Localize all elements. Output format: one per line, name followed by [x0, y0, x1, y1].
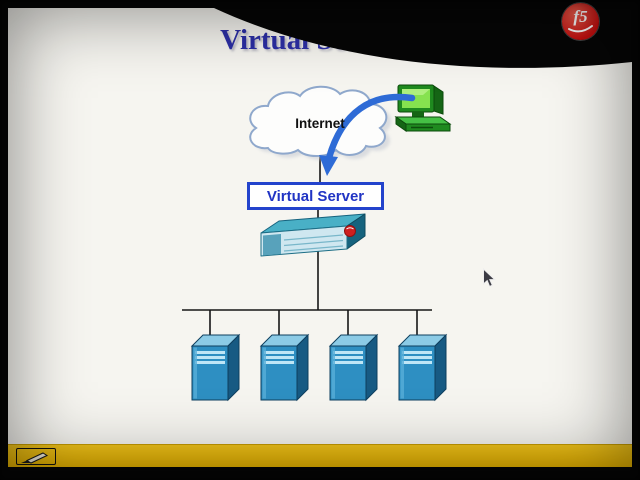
- pen-tool-button[interactable]: [16, 448, 56, 465]
- virtual-server-box: Virtual Server: [247, 182, 384, 210]
- annotation-toolbar: [8, 444, 632, 467]
- f5-logo: f5: [562, 3, 599, 40]
- top-swoosh-decoration: [214, 0, 632, 68]
- virtual-server-label: Virtual Server: [266, 187, 365, 205]
- f5-logo-swoosh-icon: [568, 25, 593, 33]
- pen-tool-icon: [21, 451, 49, 464]
- mouse-cursor: [483, 268, 497, 288]
- internet-label: Internet: [295, 116, 345, 131]
- f5-logo-text: f5: [573, 7, 588, 26]
